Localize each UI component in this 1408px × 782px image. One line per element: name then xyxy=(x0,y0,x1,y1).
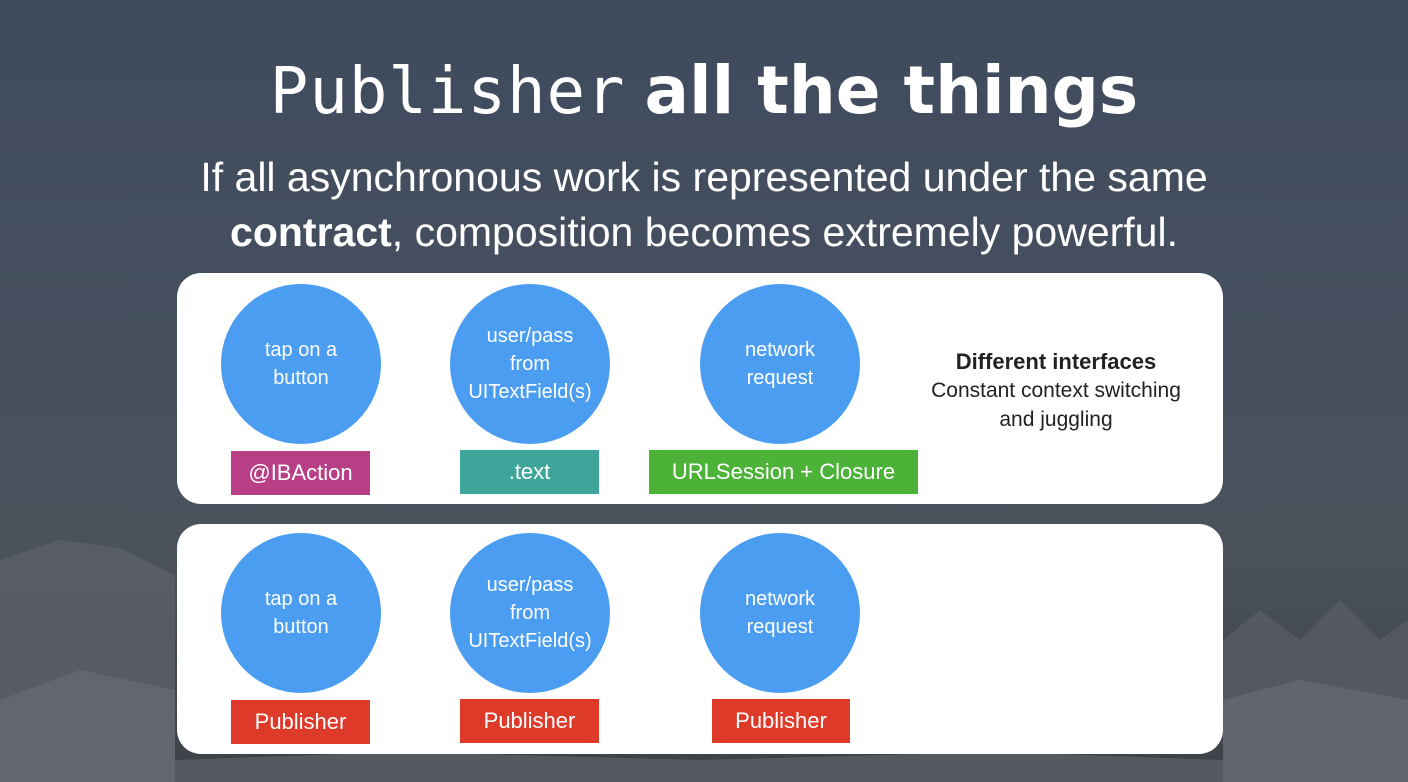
circle-network-request: network request xyxy=(700,533,860,693)
slide-title: Publisher all the things xyxy=(0,48,1408,134)
note-line: Constant context switching xyxy=(931,379,1181,402)
circle-line: from xyxy=(509,353,550,375)
top-panel: tap on a button user/pass from UITextFie… xyxy=(177,273,1223,504)
circle-line: request xyxy=(746,616,814,638)
note-title: Different interfaces xyxy=(955,349,1157,374)
tag-publisher: Publisher xyxy=(460,699,599,743)
circle-network-request: network request xyxy=(700,284,860,444)
title-bold-part: all the things xyxy=(644,52,1139,129)
circle-tap-button: tap on a button xyxy=(221,284,381,444)
circle-line: button xyxy=(273,616,329,638)
subtitle-line-1: If all asynchronous work is represented … xyxy=(200,154,1208,200)
subtitle-bold-word: contract xyxy=(230,209,392,255)
circle-line: user/pass xyxy=(486,325,574,347)
circle-line: tap on a xyxy=(264,339,338,361)
tag-publisher: Publisher xyxy=(231,700,370,744)
circle-line: UITextField(s) xyxy=(468,630,592,652)
circle-line: UITextField(s) xyxy=(468,381,592,403)
title-mono-part: Publisher xyxy=(269,55,626,129)
circle-line: tap on a xyxy=(264,588,338,610)
circle-line: network xyxy=(744,339,816,361)
tag-text: .text xyxy=(460,450,599,494)
slide-subtitle: If all asynchronous work is represented … xyxy=(0,150,1408,260)
circle-line: network xyxy=(744,588,816,610)
tag-ibaction: @IBAction xyxy=(231,451,370,495)
circle-line: request xyxy=(746,367,814,389)
circle-line: from xyxy=(509,602,550,624)
bottom-panel: tap on a button user/pass from UITextFie… xyxy=(177,524,1223,754)
note-line: and juggling xyxy=(999,408,1113,431)
circle-user-pass: user/pass from UITextField(s) xyxy=(450,533,610,693)
tag-urlsession-closure: URLSession + Closure xyxy=(649,450,918,494)
circle-line: button xyxy=(273,367,329,389)
circle-tap-button: tap on a button xyxy=(221,533,381,693)
tag-publisher: Publisher xyxy=(712,699,850,743)
subtitle-rest: , composition becomes extremely powerful… xyxy=(391,209,1178,255)
note-different-interfaces: Different interfaces Constant context sw… xyxy=(901,347,1211,434)
circle-line: user/pass xyxy=(486,574,574,596)
subtitle-line-2: contract, composition becomes extremely … xyxy=(0,205,1408,260)
circle-user-pass: user/pass from UITextField(s) xyxy=(450,284,610,444)
